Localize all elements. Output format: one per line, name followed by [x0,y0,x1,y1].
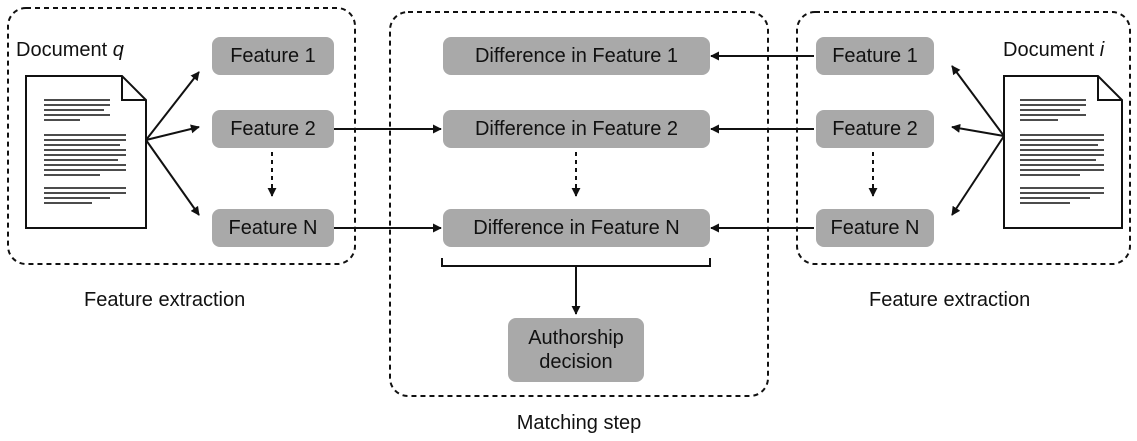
right-caption: Feature extraction [869,289,1031,311]
right-feature-2: Feature 2 [816,110,934,148]
difference-feature-n: Difference in Feature N [443,209,710,247]
combine-bracket [441,258,711,267]
left-group-box [7,7,356,265]
document-q-text: Document [16,39,108,61]
document-q-icon [25,75,147,229]
arrow-doci-featureN [951,135,1005,216]
document-q-label: Document q [16,39,124,62]
left-feature-2: Feature 2 [212,110,334,148]
left-caption: Feature extraction [84,289,246,311]
authorship-decision: Authorship decision [508,318,644,382]
arrow-docq-feature2 [145,124,200,141]
left-feature-n: Feature N [212,209,334,247]
difference-feature-1: Difference in Feature 1 [443,37,710,75]
middle-group-box [389,11,769,397]
middle-caption: Matching step [516,412,642,434]
document-i-icon [1003,75,1123,229]
arrow-doci-feature2 [951,123,1005,137]
document-i-var: i [1099,39,1105,61]
right-feature-1: Feature 1 [816,37,934,75]
authorship-decision-line1: Authorship [528,327,624,349]
document-q-var: q [112,39,124,61]
right-group-box [796,11,1131,265]
document-i-label: Document i [1003,39,1104,62]
right-feature-n: Feature N [816,209,934,247]
document-i-text: Document [1003,39,1095,61]
authorship-decision-line2: decision [539,351,613,373]
left-feature-1: Feature 1 [212,37,334,75]
arrow-docq-featureN [145,139,200,216]
arrow-docq-feature1 [145,71,200,141]
arrow-doci-feature1 [951,65,1005,137]
difference-feature-2: Difference in Feature 2 [443,110,710,148]
